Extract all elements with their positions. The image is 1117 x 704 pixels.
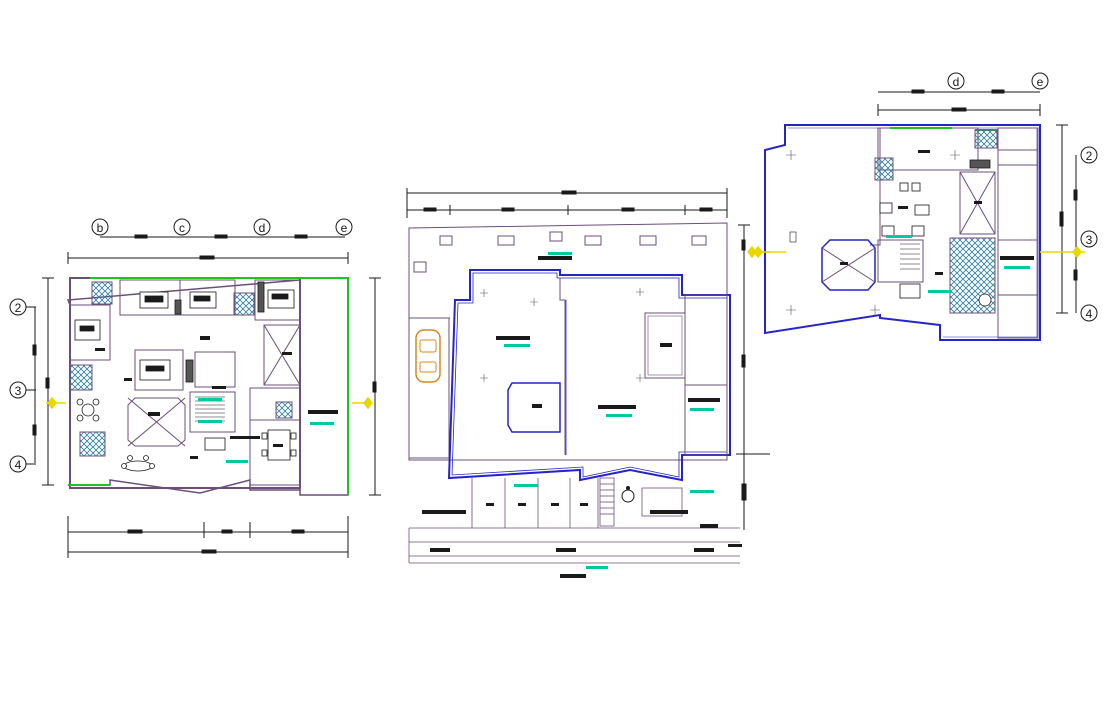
right-top-dimensions (877, 89, 1041, 116)
grid-label-3-right: 3 (1086, 233, 1093, 247)
grid-label-d: d (259, 221, 266, 235)
grid-bubble-4-right: 4 (1080, 304, 1098, 322)
middle-building-outline (447, 269, 731, 482)
grid-label-2-right: 2 (1086, 149, 1093, 163)
left-bedroom-3 (254, 279, 301, 321)
car-icon (415, 329, 441, 383)
left-stair (189, 391, 236, 433)
middle-site-plan (406, 188, 770, 578)
left-green-border (68, 277, 349, 495)
right-cyan-tags (886, 235, 1030, 293)
grid-label-2: 2 (15, 301, 22, 315)
left-cyan-tags (198, 398, 334, 463)
left-bath-3 (69, 364, 93, 391)
grid-bubble-c: c (173, 218, 191, 236)
left-living (69, 304, 111, 361)
grid-label-4-right: 4 (1086, 307, 1093, 321)
grid-bubble-d-right: d (947, 72, 965, 90)
right-void (821, 239, 876, 291)
middle-street (408, 527, 740, 564)
right-bath-1 (974, 129, 998, 149)
grid-bubble-3: 3 (9, 381, 27, 399)
left-bottom-dimensions (67, 516, 349, 558)
left-room-labels (95, 336, 338, 459)
grid-label-d-right: d (953, 75, 960, 89)
right-room-labels (840, 150, 1034, 275)
grid-label-b: b (97, 221, 104, 235)
left-grid-row-bubbles: 2 3 4 (9, 298, 36, 473)
left-floor-plan (32, 234, 381, 558)
right-stair-steps (900, 243, 920, 270)
right-grid-column-bubbles: d e (947, 72, 1049, 90)
left-section-markers (46, 396, 373, 410)
right-light-well (959, 171, 996, 235)
left-grid-column-bubbles: b c d e (91, 218, 353, 236)
middle-skylights (413, 231, 707, 273)
grid-label-3: 3 (15, 384, 22, 398)
grid-bubble-e: e (335, 218, 353, 236)
wheelchair-icon (621, 486, 635, 503)
right-stair (877, 239, 924, 283)
right-bath-2 (874, 157, 894, 181)
right-floor-plan (748, 89, 1085, 341)
grid-label-e: e (341, 221, 348, 235)
left-light-well (263, 324, 301, 386)
grid-label-e-right: e (1037, 75, 1044, 89)
right-column-markers (786, 150, 960, 315)
grid-bubble-2-right: 2 (1080, 146, 1098, 164)
middle-parking-bays (471, 477, 683, 528)
middle-void (507, 382, 561, 433)
left-kitchen (194, 351, 236, 388)
grid-label-c: c (179, 221, 185, 235)
grid-label-4: 4 (15, 458, 22, 472)
grid-bubble-2: 2 (9, 298, 27, 316)
left-bath-1 (91, 281, 113, 305)
right-outer-wall (764, 124, 1041, 341)
grid-bubble-4: 4 (9, 455, 27, 473)
left-bath-4 (79, 431, 106, 457)
left-side-dimensions (32, 277, 381, 496)
left-top-dimensions (67, 234, 349, 264)
grid-bubble-3-right: 3 (1080, 230, 1098, 248)
grid-bubble-d: d (253, 218, 271, 236)
right-side-dimensions (1056, 124, 1078, 314)
grid-bubble-e-right: e (1031, 72, 1049, 90)
left-master-bed (134, 349, 184, 391)
right-furniture (879, 159, 992, 307)
middle-top-dimensions (406, 188, 728, 218)
left-furniture (74, 281, 297, 472)
left-courtyard (127, 397, 186, 447)
middle-room-labels (422, 256, 742, 578)
grid-bubble-b: b (91, 218, 109, 236)
right-section-markers (748, 245, 1085, 259)
left-bath-2 (233, 292, 255, 316)
left-bath-5 (275, 401, 293, 419)
middle-right-dimensions (736, 224, 770, 530)
middle-column-markers (480, 288, 644, 382)
middle-cyan-tags (504, 252, 714, 569)
right-grid-row-bubbles: 2 3 4 (1080, 146, 1098, 322)
